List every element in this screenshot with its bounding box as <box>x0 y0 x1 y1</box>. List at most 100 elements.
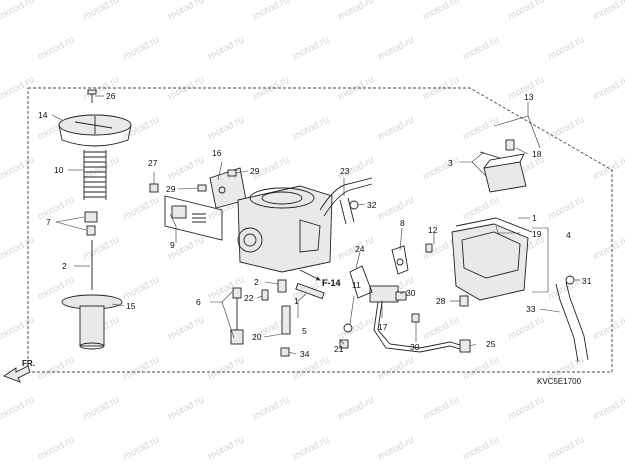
watermark-text: motod.ru <box>166 0 206 23</box>
callout-26: 26 <box>106 91 116 101</box>
watermark-text: motod.ru <box>0 154 36 182</box>
drain-hose <box>555 281 589 363</box>
watermark-text: motod.ru <box>0 0 36 23</box>
diaphragm-piston <box>61 294 123 350</box>
section-reference-label: F-14 <box>322 278 341 288</box>
throttle-spring <box>83 150 107 200</box>
callout-13: 13 <box>524 92 534 102</box>
watermark-text: motod.ru <box>421 154 461 182</box>
watermark-text: motod.ru <box>121 274 161 302</box>
callout-34: 34 <box>300 349 310 359</box>
float-chamber-gasket <box>455 217 533 233</box>
watermark-text: motod.ru <box>461 354 501 382</box>
watermark-text: motod.ru <box>546 34 586 62</box>
watermark-text: motod.ru <box>336 314 376 342</box>
watermark-text: motod.ru <box>591 394 625 422</box>
slow-jet <box>281 305 291 335</box>
watermark-text: motod.ru <box>376 434 416 462</box>
callout-16: 16 <box>212 148 222 158</box>
callout-24: 24 <box>355 244 365 254</box>
watermark-text: motod.ru <box>166 154 206 182</box>
callout-1: 1 <box>532 213 537 223</box>
starter-valve-set <box>164 195 223 241</box>
callout-2: 2 <box>254 277 259 287</box>
watermark-text: motod.ru <box>336 0 376 23</box>
watermark-text: motod.ru <box>36 34 76 62</box>
callout-32: 32 <box>367 200 377 210</box>
callout-15: 15 <box>126 301 136 311</box>
callout-25: 25 <box>486 339 496 349</box>
callout-4: 4 <box>566 230 571 240</box>
watermark-text: motod.ru <box>206 114 246 142</box>
callout-8: 8 <box>400 218 405 228</box>
watermark-text: motod.ru <box>461 434 501 462</box>
drain-screw <box>280 347 290 357</box>
watermark-text: motod.ru <box>546 114 586 142</box>
throttle-sensor-bracket <box>391 245 409 275</box>
callout-21: 21 <box>334 344 344 354</box>
needle-jet-holder <box>277 279 287 293</box>
callout-14: 14 <box>38 110 48 120</box>
watermark-text: motod.ru <box>546 434 586 462</box>
callout-7: 7 <box>46 217 51 227</box>
leader-lines <box>51 95 580 355</box>
carburetor-body <box>237 185 333 273</box>
watermark-text: motod.ru <box>591 314 625 342</box>
callout-2: 2 <box>62 261 67 271</box>
hose-clip <box>349 200 359 210</box>
float-pin <box>479 151 501 159</box>
sensor-harness <box>373 301 471 353</box>
assembly-frame <box>27 87 613 373</box>
watermark-text: motod.ru <box>421 394 461 422</box>
callout-27: 27 <box>148 158 158 168</box>
chamber-screw <box>459 295 469 307</box>
needle-holder <box>84 211 98 236</box>
watermark-text: motod.ru <box>336 74 376 102</box>
watermark-text: motod.ru <box>376 34 416 62</box>
watermark-text: motod.ru <box>251 394 291 422</box>
callout-23: 23 <box>340 166 350 176</box>
callout-22: 22 <box>244 293 254 303</box>
watermark-text: motod.ru <box>206 354 246 382</box>
cover-screw <box>87 89 97 103</box>
watermark-text: motod.ru <box>376 354 416 382</box>
diagram-code: KVC5E1700 <box>537 377 582 386</box>
watermark-text: motod.ru <box>0 234 36 262</box>
watermark-text: motod.ru <box>336 394 376 422</box>
throttle-stop-screw <box>230 287 244 345</box>
sensor-screw <box>411 243 433 323</box>
callout-29: 29 <box>166 184 176 194</box>
watermark-text: motod.ru <box>591 74 625 102</box>
callout-1: 1 <box>294 296 299 306</box>
watermark-text: motod.ru <box>546 194 586 222</box>
watermark-text: motod.ru <box>376 114 416 142</box>
watermark-text: motod.ru <box>81 0 121 23</box>
watermark-text: motod.ru <box>121 34 161 62</box>
watermark-text: motod.ru <box>461 114 501 142</box>
watermark-text: motod.ru <box>81 234 121 262</box>
watermark-text: motod.ru <box>206 34 246 62</box>
watermark-text: motod.ru <box>421 314 461 342</box>
callout-30: 30 <box>406 288 416 298</box>
vent-hose <box>319 177 373 225</box>
main-jet <box>261 289 269 301</box>
watermark-text: motod.ru <box>166 74 206 102</box>
watermark-text: motod.ru <box>206 434 246 462</box>
watermark-text: motod.ru <box>251 74 291 102</box>
throttle-sensor <box>369 285 407 303</box>
callout-28: 28 <box>436 296 446 306</box>
callout-20: 20 <box>252 332 262 342</box>
callout-5: 5 <box>302 326 307 336</box>
callout-12: 12 <box>428 225 438 235</box>
watermark-text: motod.ru <box>251 0 291 23</box>
watermark-text: motod.ru <box>81 154 121 182</box>
watermark-text: motod.ru <box>461 34 501 62</box>
callout-6: 6 <box>196 297 201 307</box>
callout-3: 3 <box>448 158 453 168</box>
section-reference-arrow <box>299 269 321 281</box>
starter-screw <box>149 183 159 193</box>
watermark-text: motod.ru <box>36 434 76 462</box>
watermark-text: motod.ru <box>81 394 121 422</box>
